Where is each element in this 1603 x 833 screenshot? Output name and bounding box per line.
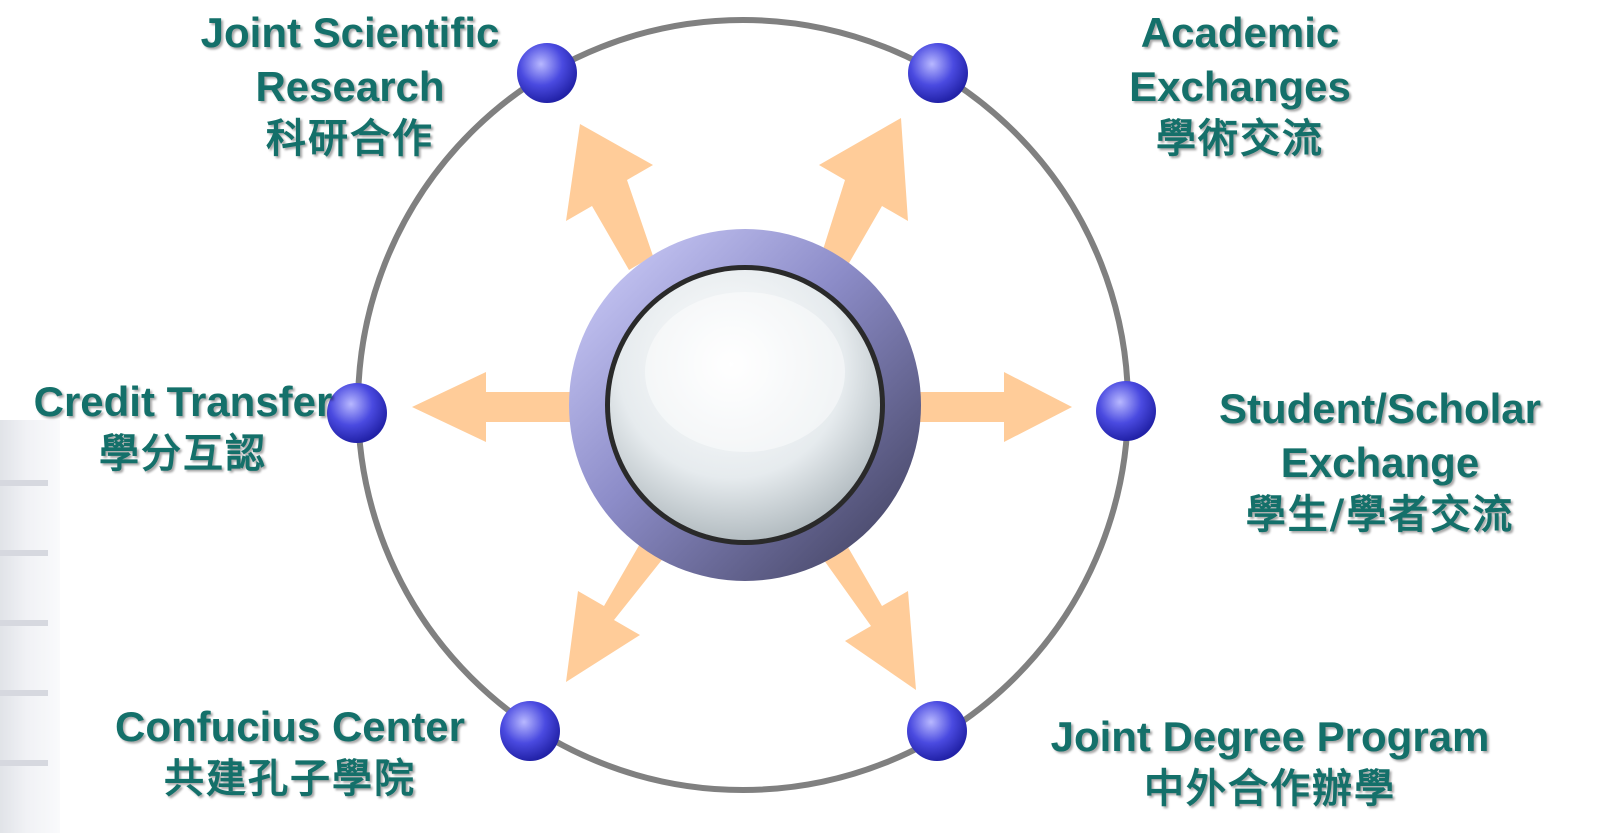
label-en: Joint Degree Program bbox=[1050, 713, 1490, 760]
label-zh: 學生/學者交流 bbox=[1245, 491, 1515, 538]
label-zh: 共建孔子學院 bbox=[164, 755, 416, 802]
node-academic-exchanges bbox=[908, 43, 968, 103]
arrow-up-right bbox=[819, 118, 908, 270]
arrow-left bbox=[412, 372, 572, 442]
node-dots bbox=[327, 43, 1156, 761]
label-joint-scientific-research: Joint Scientific Research 科研合作 bbox=[170, 6, 530, 165]
label-en: Credit Transfer bbox=[33, 378, 333, 425]
label-en: Academic Exchanges bbox=[1129, 9, 1351, 110]
label-zh: 中外合作辦學 bbox=[1144, 765, 1396, 812]
arrow-up-left bbox=[566, 124, 653, 270]
label-academic-exchanges: Academic Exchanges 學術交流 bbox=[1080, 6, 1400, 165]
node-confucius-center bbox=[500, 701, 560, 761]
label-confucius-center: Confucius Center 共建孔子學院 bbox=[90, 700, 490, 805]
arrow-down-right bbox=[821, 542, 916, 690]
label-en: Student/Scholar Exchange bbox=[1218, 385, 1542, 486]
node-credit-transfer bbox=[327, 383, 387, 443]
node-joint-degree-program bbox=[907, 701, 967, 761]
arrow-down-left bbox=[566, 542, 665, 682]
label-en: Confucius Center bbox=[114, 703, 466, 750]
background-building-image bbox=[0, 420, 60, 833]
center-hub bbox=[569, 229, 921, 581]
label-zh: 科研合作 bbox=[266, 115, 434, 162]
node-student-scholar-exchange bbox=[1096, 381, 1156, 441]
label-en: Joint Scientific Research bbox=[200, 9, 500, 110]
arrow-right bbox=[916, 372, 1072, 442]
label-credit-transfer: Credit Transfer 學分互認 bbox=[8, 375, 358, 480]
label-joint-degree-program: Joint Degree Program 中外合作辦學 bbox=[1010, 710, 1530, 815]
label-student-scholar-exchange: Student/Scholar Exchange 學生/學者交流 bbox=[1190, 382, 1570, 541]
label-zh: 學術交流 bbox=[1156, 115, 1324, 162]
arrows-group bbox=[412, 118, 1072, 690]
label-zh: 學分互認 bbox=[99, 430, 267, 477]
node-joint-scientific-research bbox=[517, 43, 577, 103]
